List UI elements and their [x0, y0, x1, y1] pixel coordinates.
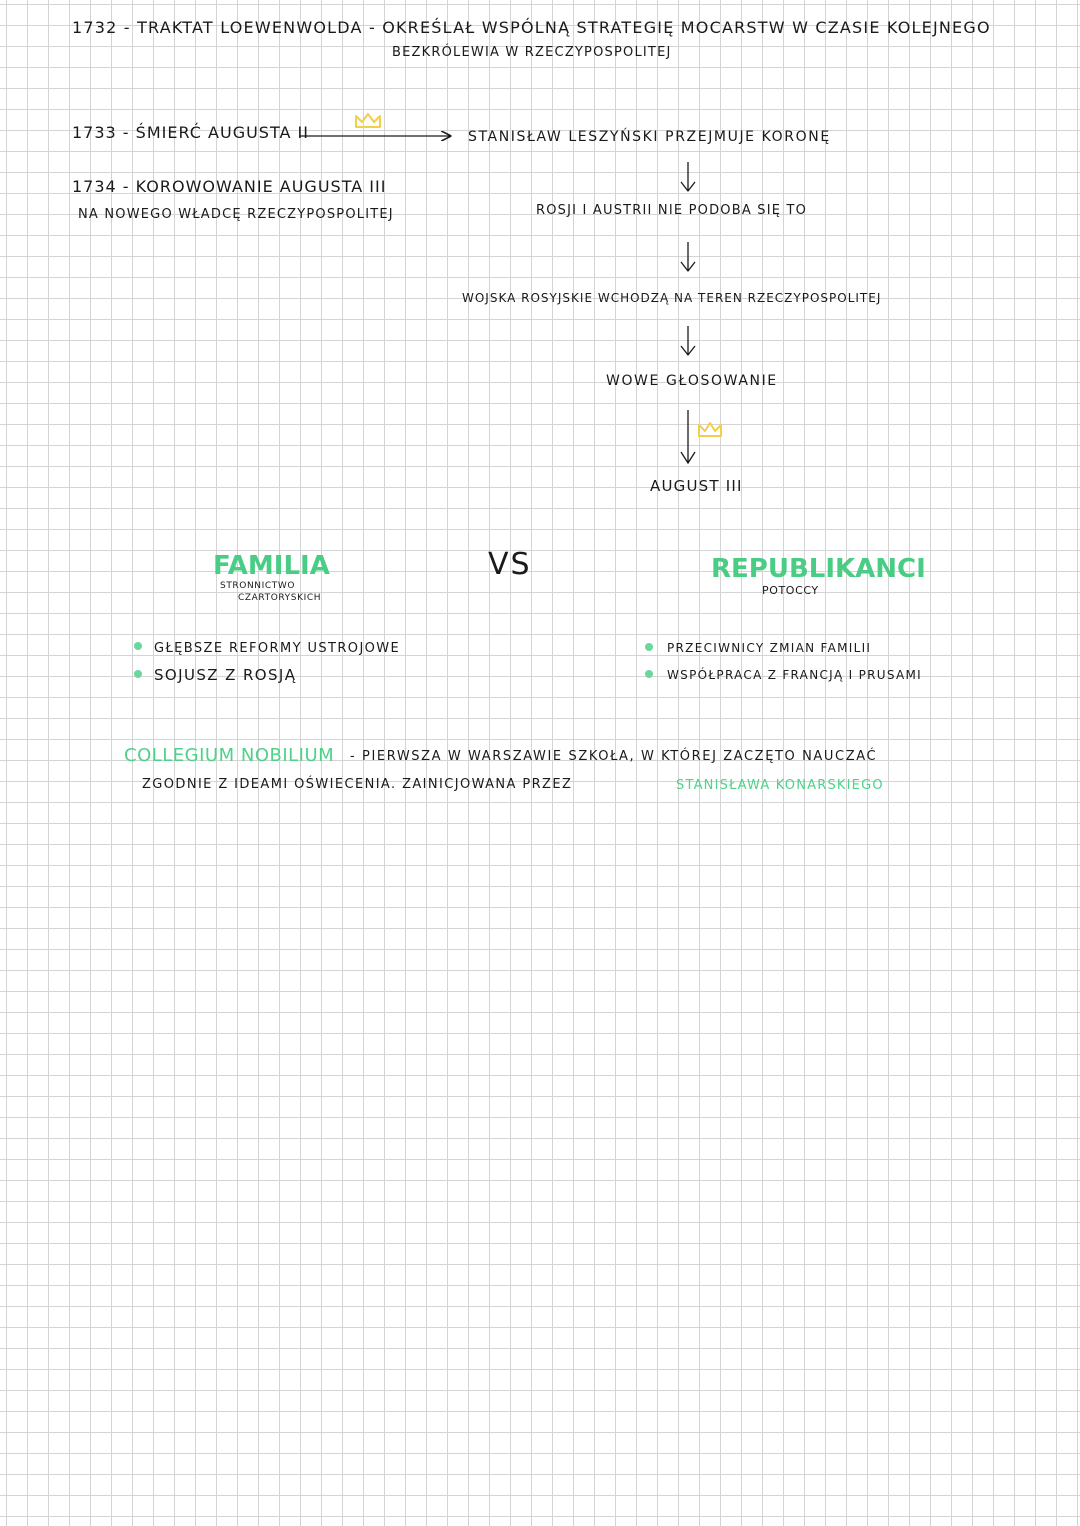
republikanci-subtitle: POTOCCY [762, 584, 819, 597]
event-1734-line-1: 1734 - KOROWOWANIE AUGUSTA III [72, 177, 387, 196]
familia-subtitle-line-1: STRONNICTWO [220, 581, 296, 591]
familia-point-1: GŁĘBSZE REFORMY USTROJOWE [154, 641, 401, 656]
event-1733: 1733 - ŚMIERĆ AUGUSTA II [72, 123, 309, 142]
familia-subtitle-line-2: CZARTORYSKICH [238, 593, 322, 603]
republikanci-point-2: WSPÓŁPRACA Z FRANCJĄ I PRUSAMI [667, 668, 922, 682]
familia-title: FAMILIA [213, 551, 330, 581]
bullet-dot-icon [134, 642, 142, 650]
flow-step-2: ROSJI I AUSTRII NIE PODOBA SIĘ TO [536, 203, 808, 218]
republikanci-point-1: PRZECIWNICY ZMIAN FAMILII [667, 641, 872, 655]
arrow-down-icon [680, 242, 696, 273]
flow-step-5: AUGUST III [650, 477, 743, 495]
event-1734-line-2: NA NOWEGO WŁADCĘ RZECZYPOSPOLITEJ [78, 207, 394, 222]
bullet-dot-icon [645, 670, 653, 678]
flow-step-3: WOJSKA ROSYJSKIE WCHODZĄ NA TEREN RZECZY… [462, 291, 882, 305]
arrow-down-icon [680, 162, 696, 193]
header-line-2: BEZKRÓLEWIA W RZECZYPOSPOLITEJ [392, 45, 672, 60]
collegium-line-2: ZGODNIE Z IDEAMI OŚWIECENIA. ZAINICJOWAN… [142, 777, 573, 792]
flow-step-4: WOWE GŁOSOWANIE [606, 373, 778, 389]
arrow-down-icon [680, 410, 696, 465]
collegium-line-1: - PIERWSZA W WARSZAWIE SZKOŁA, W KTÓREJ … [350, 749, 878, 764]
vs-label: VS [488, 547, 532, 582]
crown-icon [698, 422, 722, 437]
bullet-dot-icon [645, 643, 653, 651]
header-line-1: 1732 - TRAKTAT LOEWENWOLDA - OKREŚLAŁ WS… [72, 18, 991, 37]
familia-point-2: SOJUSZ Z ROSJĄ [154, 666, 297, 684]
crown-icon [355, 113, 381, 128]
collegium-person: STANISŁAWA KONARSKIEGO [676, 778, 884, 793]
arrow-down-icon [680, 326, 696, 357]
bullet-dot-icon [134, 670, 142, 678]
flow-step-1: STANISŁAW LESZYŃSKI PRZEJMUJE KORONĘ [468, 129, 831, 145]
collegium-term: COLLEGIUM NOBILIUM [124, 745, 335, 766]
republikanci-title: REPUBLIKANCI [711, 554, 926, 584]
